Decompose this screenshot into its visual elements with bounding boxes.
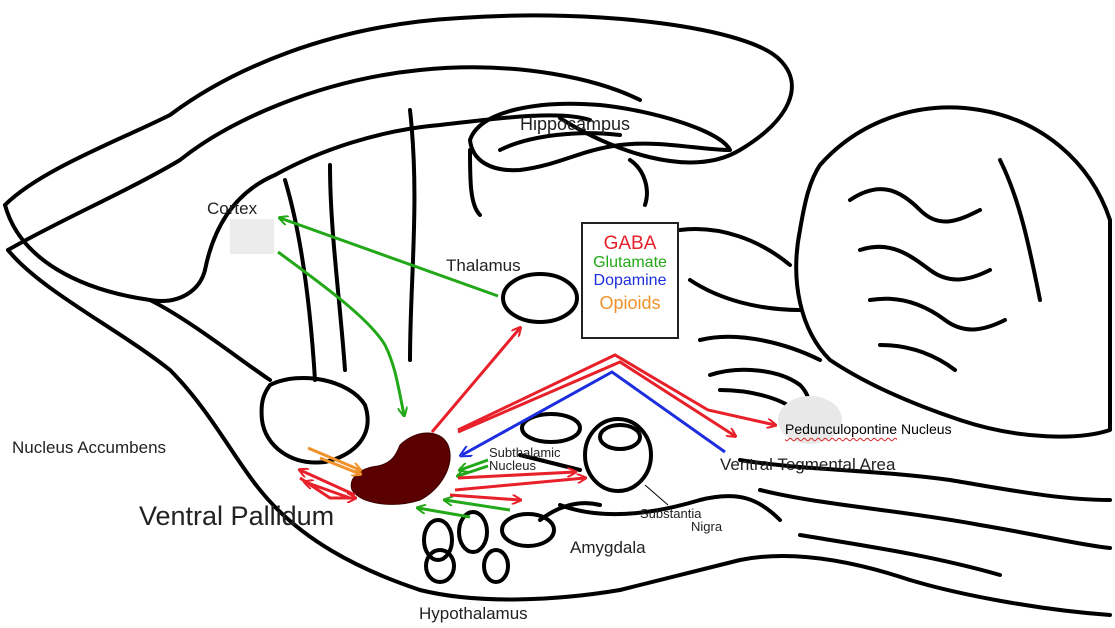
glutamate-amygdala-to-vp [445, 500, 510, 510]
gaba-vp-to-sn [455, 478, 585, 490]
label-substantia-line2: Nigra [691, 520, 722, 533]
label-subthalamic-line2: Nucleus [489, 459, 536, 472]
label-hypothalamus: Hypothalamus [419, 605, 528, 622]
label-hippocampus: Hippocampus [520, 115, 630, 133]
ventral-pallidum-shape [351, 433, 450, 504]
gaba-vp-to-hyp [450, 495, 520, 500]
legend-opioids: Opioids [583, 293, 677, 313]
glutamate-stn-to-vp-2 [458, 466, 488, 476]
label-thalamus: Thalamus [446, 257, 521, 274]
legend-dopamine: Dopamine [583, 272, 677, 290]
label-pedunculopontine-word1: Pedunculopontine [785, 421, 897, 437]
cortex-highlight [230, 219, 274, 254]
label-nucleus-accumbens: Nucleus Accumbens [12, 439, 166, 456]
gaba-vp-to-vta [458, 362, 735, 436]
neurotransmitter-legend: GABA Glutamate Dopamine Opioids [581, 222, 679, 339]
label-pedunculopontine-nucleus: Pedunculopontine Nucleus [785, 422, 952, 436]
label-cortex: Cortex [207, 200, 257, 217]
label-ventral-pallidum: Ventral Pallidum [139, 503, 334, 530]
gaba-vp-to-thalamus [432, 328, 520, 432]
legend-glutamate: Glutamate [583, 254, 677, 272]
label-ventral-tegmental-area: Ventral Tegmental Area [720, 456, 895, 473]
label-amygdala: Amygdala [570, 539, 646, 556]
legend-gaba: GABA [583, 233, 677, 254]
glutamate-amygdala-to-vp-2 [418, 508, 470, 517]
label-pedunculopontine-word2: Nucleus [901, 421, 952, 437]
substantia-pointer [645, 485, 668, 505]
